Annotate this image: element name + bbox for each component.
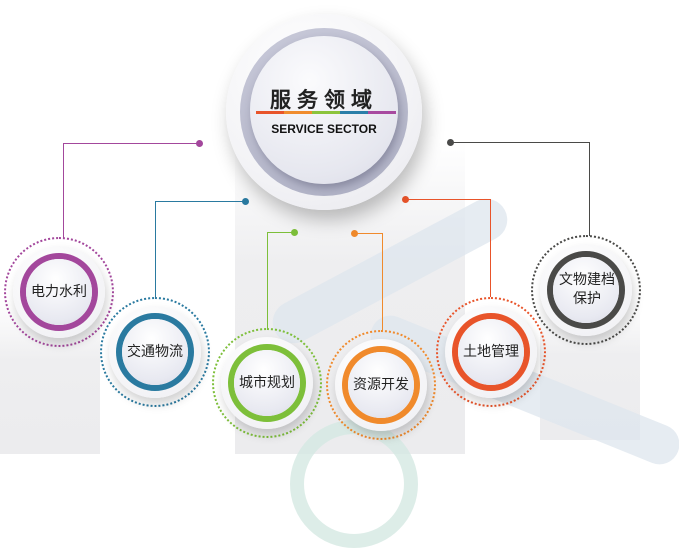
connector-transport-vertical bbox=[155, 201, 156, 297]
node-ring bbox=[116, 313, 194, 391]
sector-label: 交通物流 bbox=[127, 343, 183, 360]
dotted-outline bbox=[531, 235, 641, 345]
sector-label: 文物建档保护 bbox=[559, 272, 615, 307]
node-face bbox=[553, 257, 619, 323]
node-ring bbox=[342, 346, 420, 424]
hub-title: 服务领域 bbox=[270, 87, 378, 112]
sector-node-land-management[interactable]: 土地管理 bbox=[436, 297, 546, 407]
connector-transport bbox=[155, 201, 247, 202]
connector-land-vertical bbox=[490, 199, 491, 297]
connector-land bbox=[406, 199, 491, 200]
connector-urban bbox=[267, 232, 296, 233]
hub-subtitle: SERVICE SECTOR bbox=[271, 122, 377, 136]
connector-dot-resource bbox=[351, 230, 358, 237]
node-ring bbox=[452, 313, 530, 391]
divider-segment-red bbox=[256, 111, 284, 114]
divider-segment-orange bbox=[284, 111, 312, 114]
sector-node-resource-development[interactable]: 资源开发 bbox=[326, 330, 436, 440]
node-ring bbox=[228, 344, 306, 422]
divider-segment-green bbox=[312, 111, 340, 114]
sector-label: 土地管理 bbox=[463, 343, 519, 360]
connector-resource-vertical bbox=[382, 233, 383, 331]
connector-dot-archive bbox=[447, 139, 454, 146]
node-face bbox=[234, 350, 300, 416]
connector-dot-land bbox=[402, 196, 409, 203]
sector-node-power-water[interactable]: 电力水利 bbox=[4, 237, 114, 347]
dotted-outline bbox=[4, 237, 114, 347]
node-face bbox=[26, 259, 92, 325]
connector-dot-power-water bbox=[196, 140, 203, 147]
node-ring bbox=[547, 251, 625, 329]
rainbow-divider bbox=[256, 111, 396, 114]
connector-dot-urban bbox=[291, 229, 298, 236]
connector-dot-transport bbox=[242, 198, 249, 205]
connector-archive bbox=[451, 142, 589, 143]
sector-node-urban-planning[interactable]: 城市规划 bbox=[212, 328, 322, 438]
node-face bbox=[348, 352, 414, 418]
node-face bbox=[122, 319, 188, 385]
connector-archive-vertical bbox=[589, 142, 590, 236]
dotted-outline bbox=[100, 297, 210, 407]
divider-segment-blue bbox=[340, 111, 368, 114]
sector-node-transport-logistics[interactable]: 交通物流 bbox=[100, 297, 210, 407]
connector-power-water-vertical bbox=[63, 143, 64, 238]
connector-resource bbox=[355, 233, 382, 234]
sector-label: 资源开发 bbox=[353, 376, 409, 393]
sector-node-archive-protection[interactable]: 文物建档保护 bbox=[531, 235, 641, 345]
dotted-outline bbox=[326, 330, 436, 440]
divider-segment-purple bbox=[368, 111, 396, 114]
connector-power-water bbox=[63, 143, 200, 144]
sector-label: 电力水利 bbox=[31, 283, 87, 300]
connector-urban-vertical bbox=[267, 232, 268, 328]
dotted-outline bbox=[212, 328, 322, 438]
sector-label: 城市规划 bbox=[239, 374, 295, 391]
node-ring bbox=[20, 253, 98, 331]
hub-face bbox=[250, 36, 398, 184]
node-face bbox=[458, 319, 524, 385]
dotted-outline bbox=[436, 297, 546, 407]
